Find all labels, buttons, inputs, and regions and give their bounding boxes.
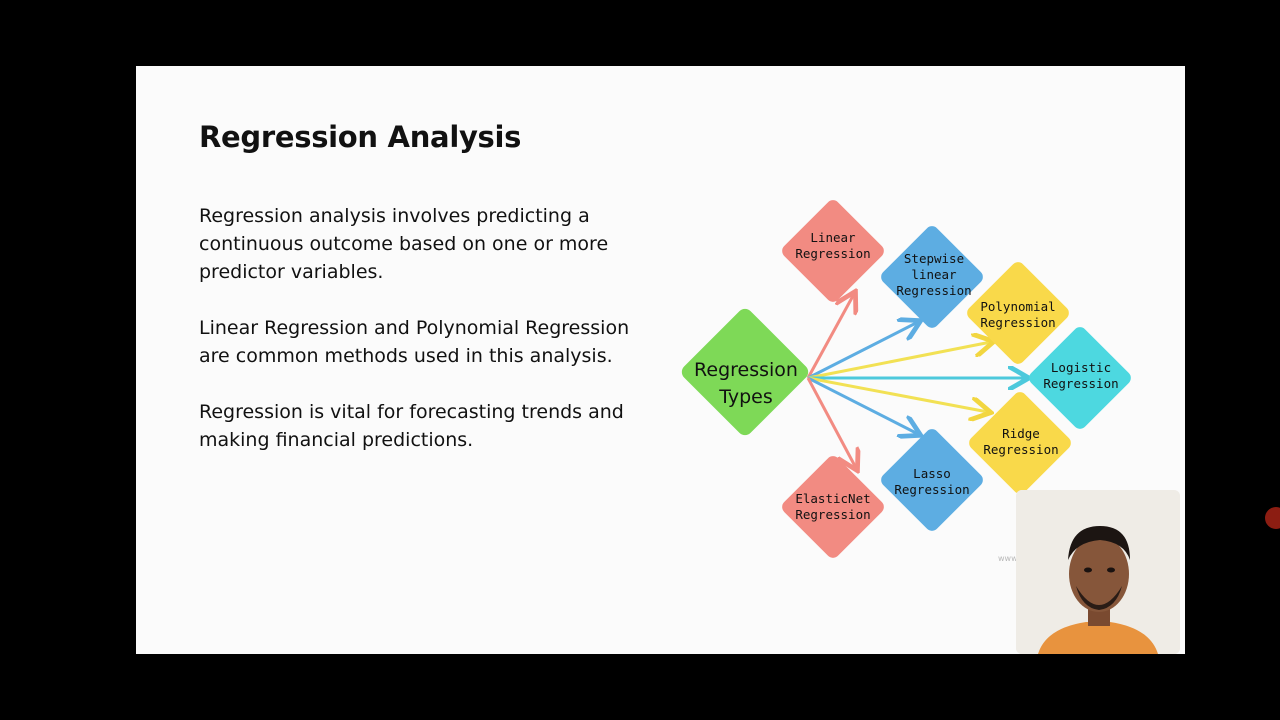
arrow-stepwise: [807, 322, 918, 380]
node-ridge: [969, 392, 1071, 494]
node-lasso: [881, 429, 983, 531]
label-linear: Linear Regression: [795, 230, 871, 261]
label-elasticnet: ElasticNet Regression: [795, 491, 871, 522]
paragraph-2: Linear Regression and Polynomial Regress…: [199, 317, 630, 367]
label-logistic: Logistic Regression: [1043, 360, 1119, 391]
node-elasticnet: [782, 456, 884, 558]
label-lasso: Lasso Regression: [894, 466, 970, 497]
label-polynomial: Polynomial Regression: [980, 299, 1056, 330]
paragraph-1: Regression analysis involves predicting …: [199, 205, 609, 283]
label-stepwise: Stepwise linear Regression: [896, 251, 972, 298]
center-label: Regression Types: [694, 359, 798, 408]
node-center: [681, 308, 809, 436]
arrow-elasticnet: [806, 377, 856, 468]
regression-types-diagram: www: [681, 200, 1131, 563]
node-logistic: [1029, 327, 1131, 429]
label-ridge: Ridge Regression: [983, 426, 1059, 457]
node-linear: [782, 200, 884, 302]
presenter-webcam: [1016, 490, 1180, 654]
arrow-ridge: [807, 376, 988, 412]
diagram-watermark: www: [998, 554, 1018, 563]
arrow-linear: [806, 294, 854, 379]
arrow-lasso: [807, 376, 918, 434]
paragraph-3: Regression is vital for forecasting tren…: [199, 401, 624, 451]
node-polynomial: [967, 262, 1069, 364]
slide-title: Regression Analysis: [199, 120, 522, 154]
slide: Regression Analysis Regression analysis …: [136, 66, 1185, 654]
presenter-avatar: [1016, 490, 1180, 654]
arrow-polynomial: [807, 342, 991, 380]
record-indicator[interactable]: [1265, 507, 1280, 529]
node-stepwise: [881, 226, 983, 328]
